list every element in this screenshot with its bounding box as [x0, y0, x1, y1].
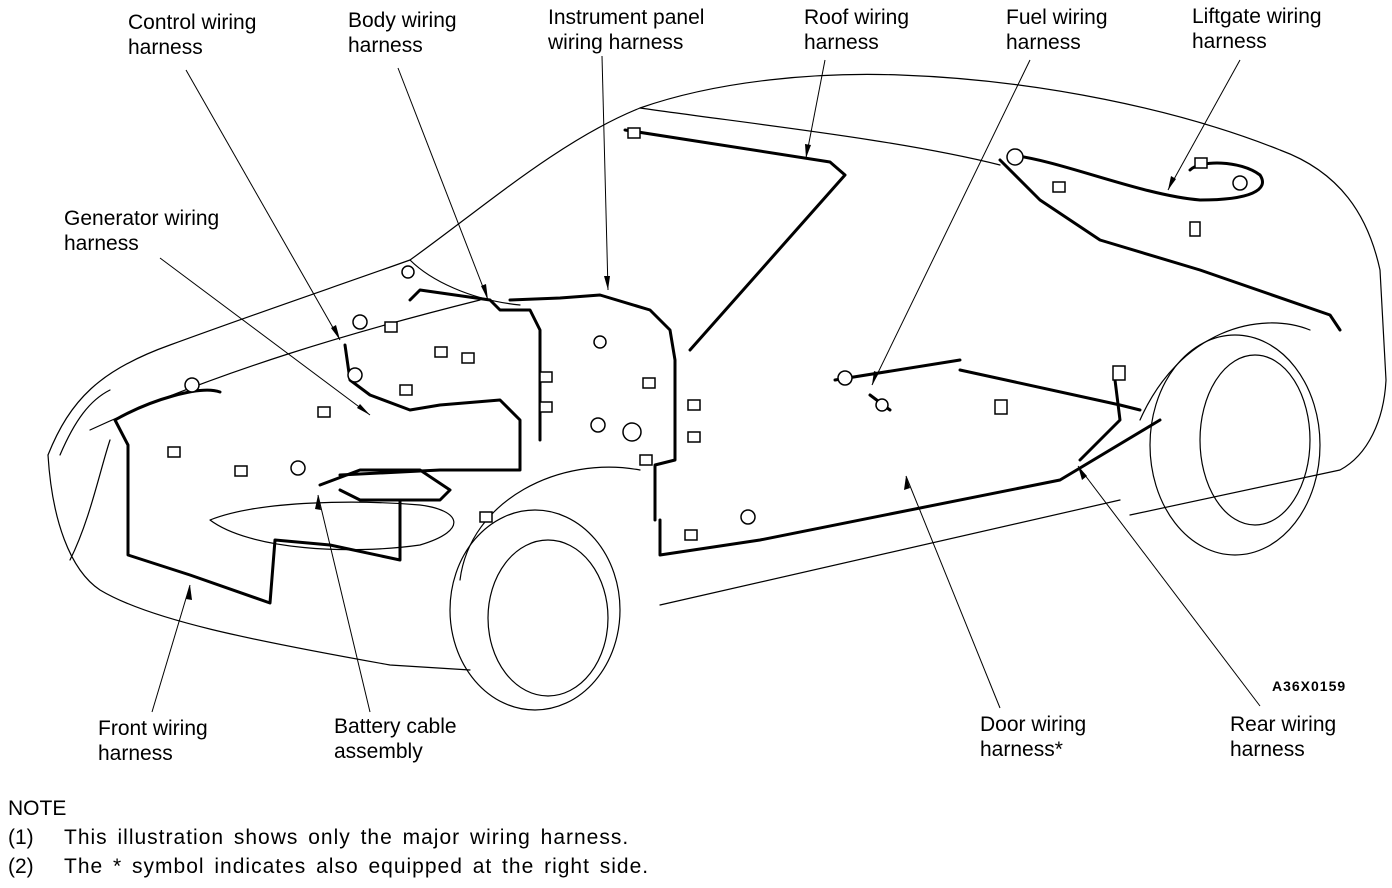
label-roof-wiring-harness: Roof wiring harness — [804, 6, 910, 54]
connector — [590, 417, 606, 433]
connector — [687, 431, 701, 443]
windshield-line — [409, 259, 521, 306]
connector — [1006, 148, 1024, 166]
connector — [1189, 221, 1201, 237]
leader-control — [185, 69, 341, 341]
connector — [875, 398, 889, 412]
label-rear-wiring-harness: Rear wiring harness — [1230, 713, 1337, 761]
connector — [684, 529, 698, 541]
connector — [740, 509, 756, 525]
connector — [687, 399, 701, 411]
leader-front — [151, 584, 191, 713]
rear-wheel — [1149, 334, 1321, 556]
roof-line — [639, 107, 1001, 166]
liftgate-harness-path — [1008, 153, 1264, 202]
note-item-text: This illustration shows only the major w… — [64, 826, 630, 849]
connector — [1232, 175, 1248, 191]
control-harness-path — [338, 343, 522, 477]
battery-cable-path — [318, 468, 452, 502]
connector — [1194, 157, 1208, 169]
leader-rear — [1077, 465, 1261, 707]
connector — [539, 401, 553, 413]
leader-door — [905, 475, 1001, 709]
label-front-wiring-harness: Front wiring harness — [98, 717, 208, 765]
connector — [290, 460, 306, 476]
note-heading: NOTE — [8, 797, 67, 820]
label-battery-cable-assembly: Battery cable assembly — [334, 715, 457, 763]
connector — [352, 314, 368, 330]
rocker-panel-line — [659, 499, 1121, 606]
connector — [622, 422, 642, 442]
leader-generator — [159, 257, 371, 416]
note-item: (1) This illustration shows only the maj… — [8, 823, 649, 852]
roof-harness-path — [623, 128, 847, 352]
connector — [167, 446, 181, 458]
leader-liftgate — [1167, 59, 1241, 191]
car-bottom-outline — [47, 454, 471, 671]
figure-code: A36X0159 — [1272, 678, 1347, 694]
connector — [1112, 365, 1126, 381]
hood-line — [89, 299, 481, 431]
car-body-outline — [47, 73, 1387, 516]
connector — [539, 371, 553, 383]
leader-roof — [805, 59, 826, 159]
connector — [434, 346, 448, 358]
connector — [461, 352, 475, 364]
connector — [399, 384, 413, 396]
rear-harness-path — [998, 158, 1342, 462]
connector — [837, 370, 853, 386]
note-item-number: (1) — [8, 826, 34, 849]
label-instrument-panel-wiring-harness: Instrument panel wiring harness — [548, 6, 705, 54]
connector — [593, 335, 607, 349]
note-item-text: The * symbol indicates also equipped at … — [64, 855, 650, 878]
note-item: (2) The * symbol indicates also equipped… — [8, 852, 649, 881]
label-fuel-wiring-harness: Fuel wiring harness — [1006, 6, 1108, 54]
label-door-wiring-harness: Door wiring harness* — [980, 713, 1087, 761]
connector — [234, 465, 248, 477]
bumper-line — [69, 439, 111, 561]
label-body-wiring-harness: Body wiring harness — [348, 9, 457, 57]
connector — [1052, 181, 1066, 193]
leader-battery — [317, 494, 371, 713]
front-wheel-arch — [459, 466, 641, 581]
note-item-number: (2) — [8, 855, 34, 878]
front-harness-path — [113, 388, 402, 605]
label-control-wiring-harness: Control wiring harness — [128, 11, 257, 59]
connector — [317, 406, 331, 418]
harness-lines — [113, 128, 1342, 605]
door-harness-path — [658, 368, 1162, 557]
front-wheel — [449, 509, 621, 711]
body-harness-path — [408, 288, 542, 442]
connector — [994, 399, 1008, 415]
headlight-line — [59, 389, 111, 456]
leader-lines — [151, 55, 1261, 713]
leader-body — [397, 67, 489, 301]
connector — [479, 511, 493, 523]
connector — [639, 454, 653, 466]
leader-fuel — [871, 59, 1031, 386]
arrowheads — [186, 144, 1176, 600]
instrument-harness-path — [508, 293, 677, 522]
connector — [401, 265, 415, 279]
connector — [642, 377, 656, 389]
label-generator-wiring-harness: Generator wiring harness — [64, 207, 220, 255]
connector — [347, 367, 363, 383]
connector — [384, 321, 398, 333]
note-block: NOTE (1) This illustration shows only th… — [8, 794, 649, 881]
label-liftgate-wiring-harness: Liftgate wiring harness — [1192, 5, 1322, 53]
connectors — [167, 127, 1248, 541]
leader-instrument — [601, 55, 609, 291]
connector — [627, 127, 641, 139]
fuel-harness-path — [833, 358, 962, 412]
rear-wheel-arch — [1139, 322, 1311, 421]
connector — [184, 377, 200, 393]
